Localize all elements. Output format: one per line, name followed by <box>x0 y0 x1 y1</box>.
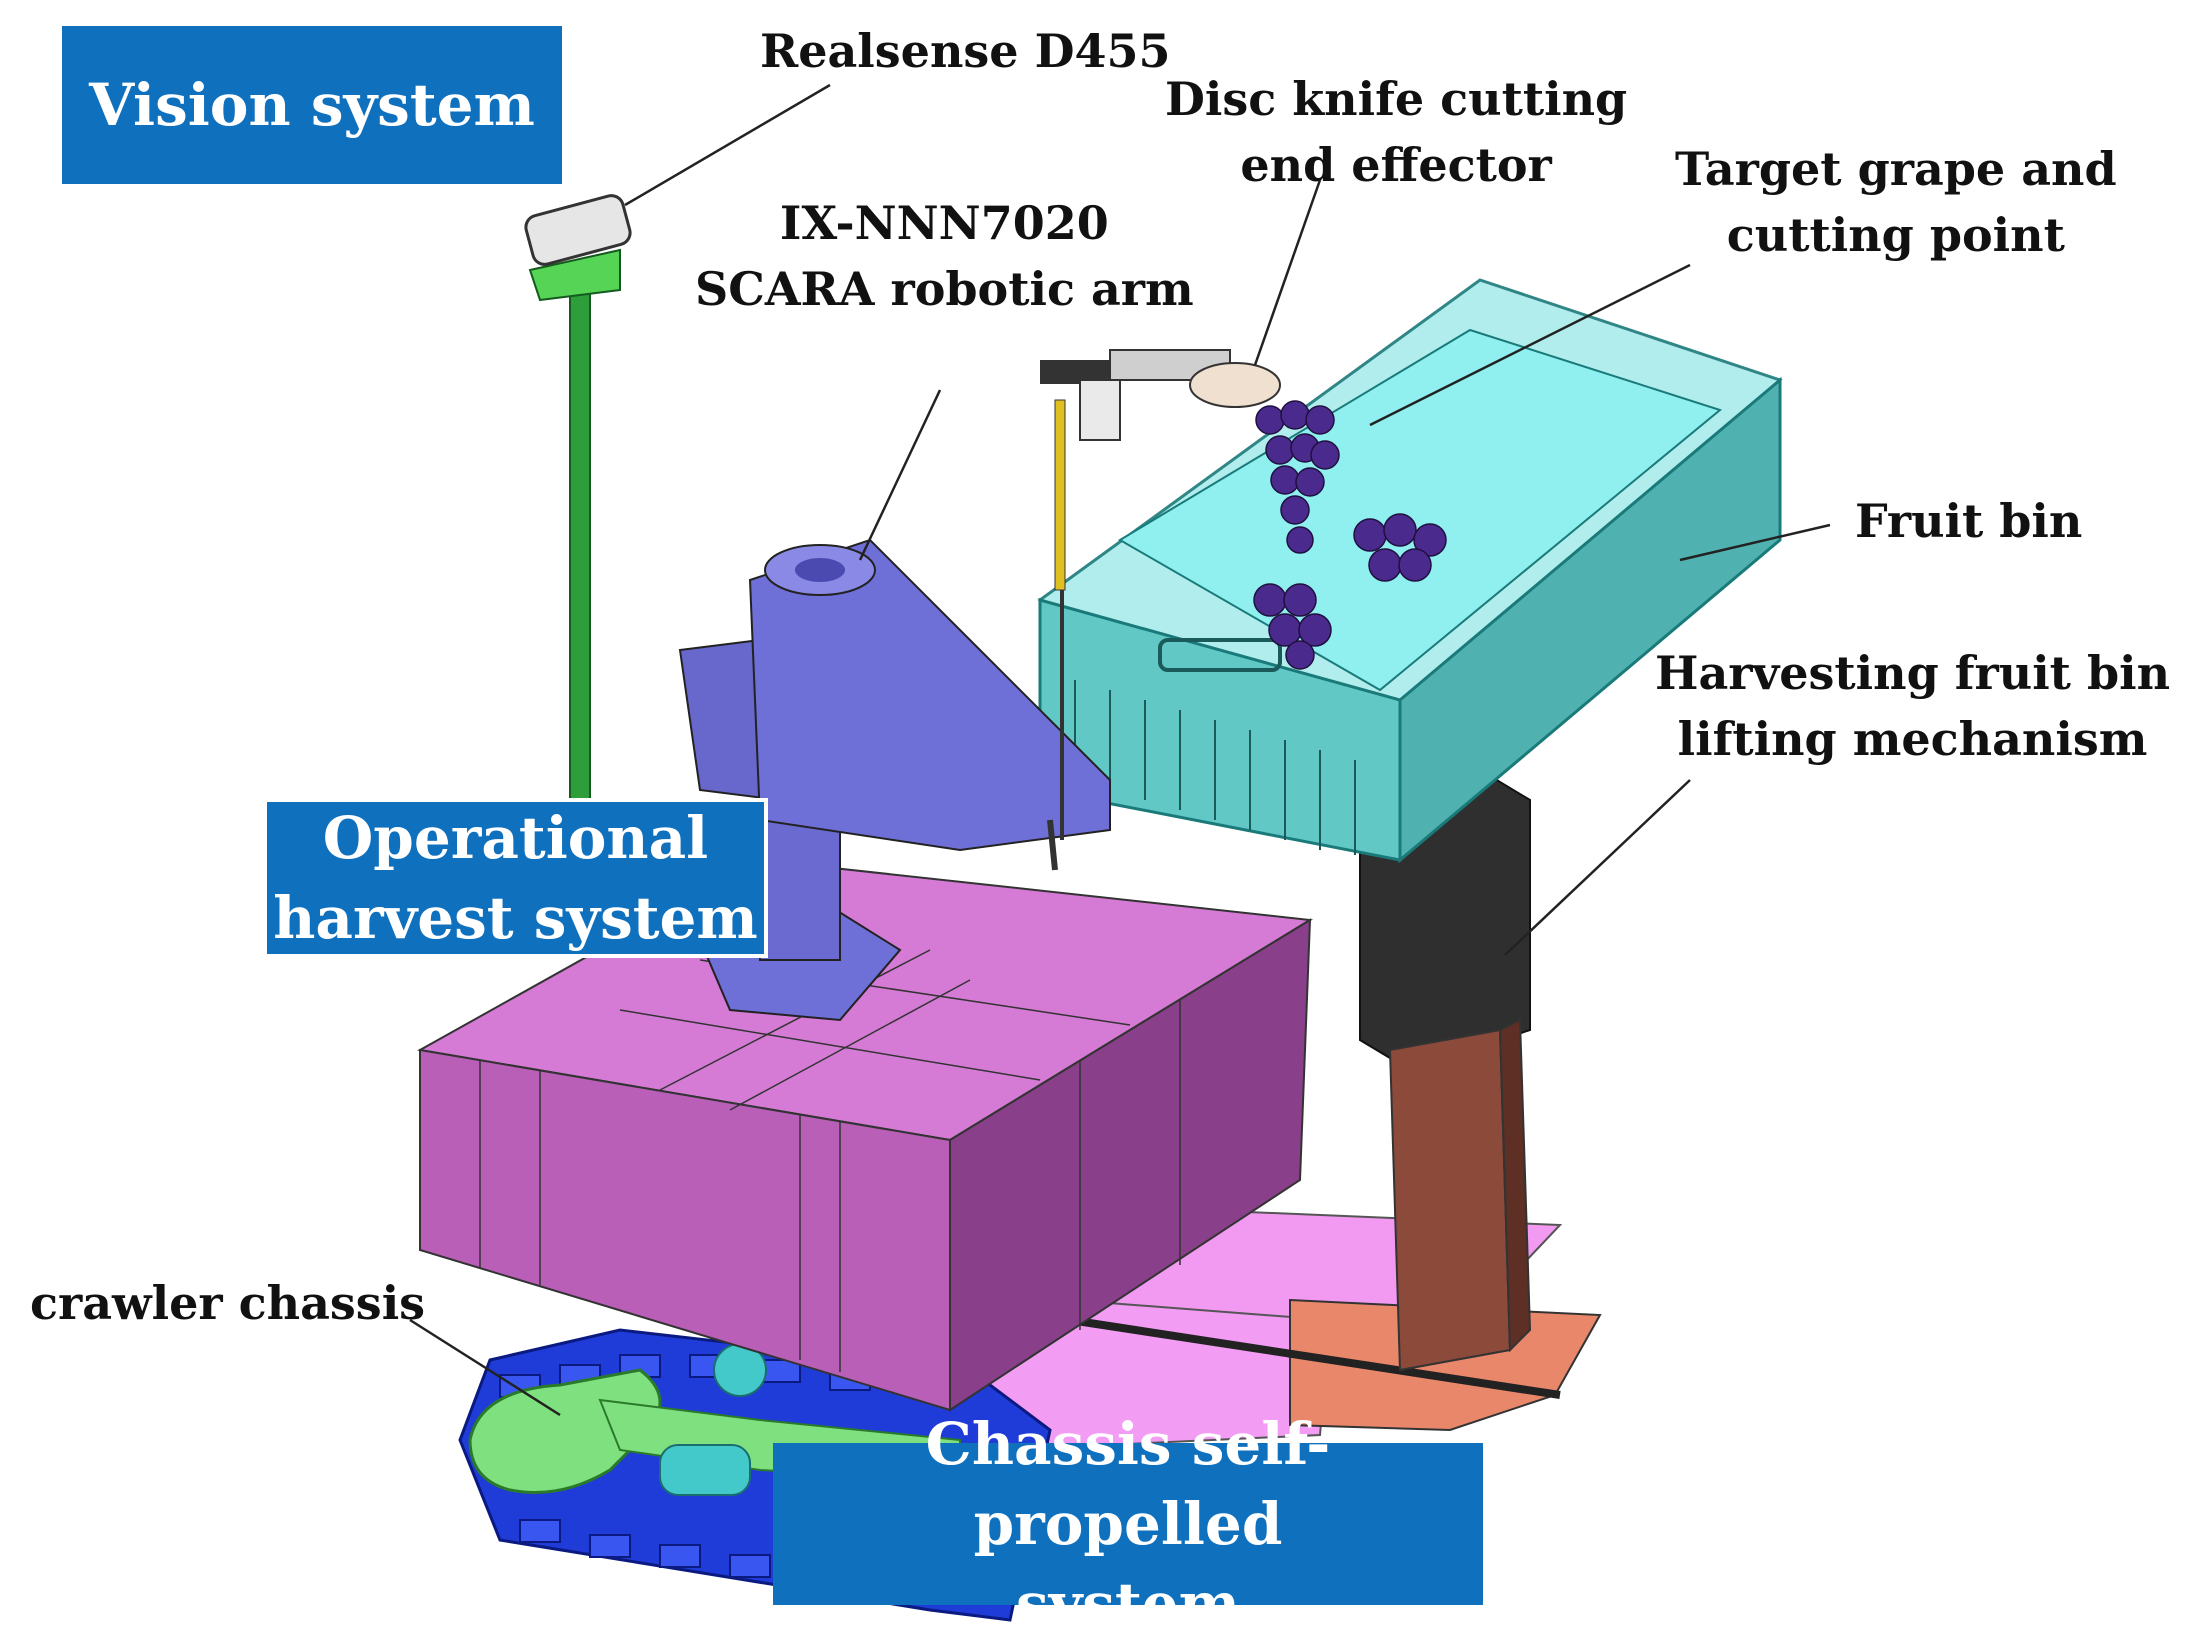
operational-line-2: harvest system <box>273 884 758 952</box>
target-grape-callout: Target grape and cutting point <box>1675 142 2117 262</box>
chassis-line-1: Chassis self-propelled <box>925 1410 1331 1558</box>
scara-arm <box>678 349 1281 1022</box>
leader-lines <box>409 83 1831 1417</box>
scara-arm-callout: IX-NNN7020 SCARA robotic arm <box>695 196 1194 316</box>
operational-line-1: Operational <box>322 804 709 872</box>
end-effector-callout: Disc knife cutting end effector <box>1165 72 1628 192</box>
chassis-line-2: system <box>1015 1570 1241 1638</box>
crawler-chassis-callout: crawler chassis <box>30 1276 426 1330</box>
grape-bunches <box>1253 400 1447 670</box>
fruit-bin-callout: Fruit bin <box>1855 494 2083 548</box>
chassis-system-label: Chassis self-propelled system <box>773 1410 1483 1638</box>
vision-system-label: Vision system <box>62 26 562 184</box>
vision-system-text: Vision system <box>89 71 535 139</box>
lifting-mechanism <box>1359 768 1532 1372</box>
camera-callout: Realsense D455 <box>760 24 1171 78</box>
operational-harvest-system-label: Operational harvest system <box>263 798 768 958</box>
lifting-mechanism-callout: Harvesting fruit bin lifting mechanism <box>1655 646 2171 766</box>
vision-mast <box>524 194 632 811</box>
